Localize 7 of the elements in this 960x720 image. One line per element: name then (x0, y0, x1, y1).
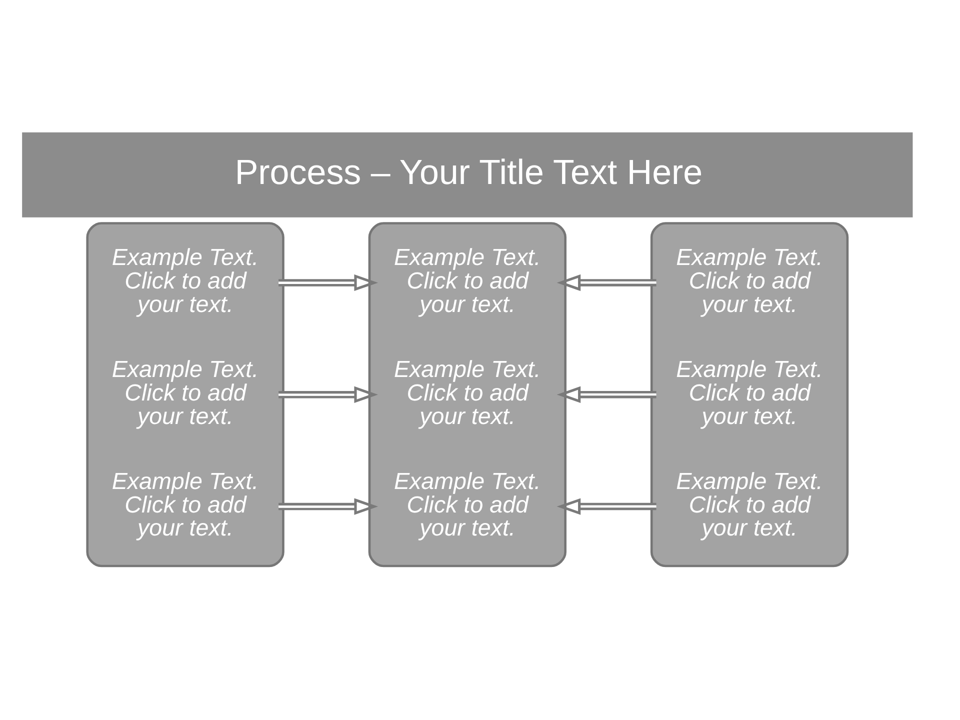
arrow (556, 274, 656, 292)
arrow (556, 386, 656, 403)
arrow (556, 498, 656, 515)
arrow (278, 498, 378, 515)
diagram-title: Process – Your Title Text Here (234, 153, 703, 192)
arrow (278, 274, 378, 292)
arrow (278, 386, 378, 403)
